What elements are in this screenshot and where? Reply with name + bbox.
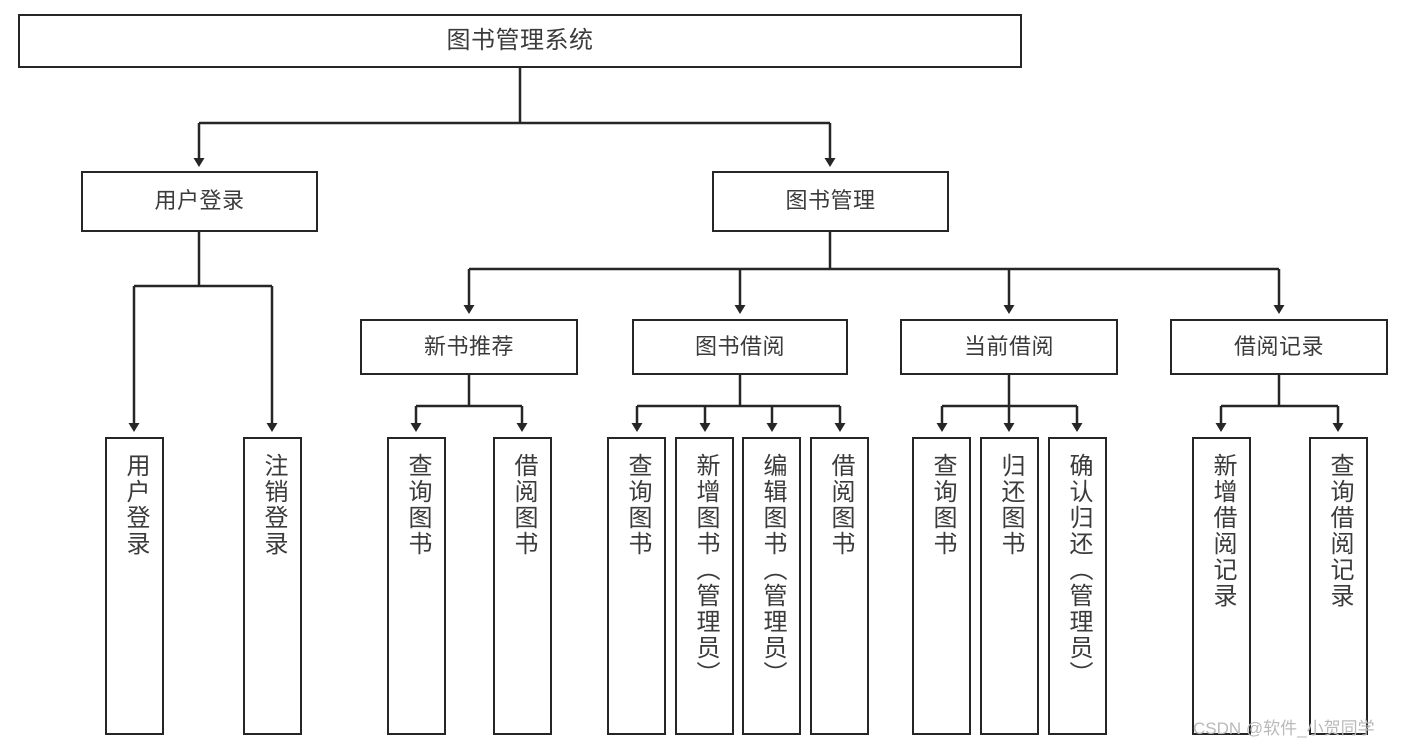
node-leaf-add-record-label: 新增借阅记录: [1208, 453, 1236, 609]
node-current-borrow-label: 当前借阅: [963, 333, 1054, 359]
node-leaf-user-login-label: 用户登录: [121, 453, 149, 557]
node-leaf-borrow-book-2[interactable]: 借阅图书: [810, 437, 869, 735]
node-leaf-query-book-2[interactable]: 查询图书: [607, 437, 666, 735]
node-new-book-recommend-label: 新书推荐: [423, 333, 514, 359]
node-leaf-return-book-label: 归还图书: [996, 453, 1024, 557]
node-leaf-borrow-book-1[interactable]: 借阅图书: [493, 437, 552, 735]
node-leaf-add-record[interactable]: 新增借阅记录: [1192, 437, 1251, 735]
node-leaf-confirm-return[interactable]: 确认归还（管理员）: [1048, 437, 1107, 735]
node-borrow-record-label: 借阅记录: [1233, 333, 1324, 359]
node-new-book-recommend[interactable]: 新书推荐: [360, 319, 578, 375]
node-leaf-return-book[interactable]: 归还图书: [980, 437, 1039, 735]
node-leaf-query-book-1[interactable]: 查询图书: [387, 437, 446, 735]
node-leaf-query-book-2-label: 查询图书: [623, 453, 651, 557]
node-current-borrow[interactable]: 当前借阅: [900, 319, 1118, 375]
csdn-watermark: CSDN @软件_小贺同学: [1193, 719, 1375, 738]
node-leaf-user-login[interactable]: 用户登录: [105, 437, 164, 735]
node-leaf-borrow-book-2-label: 借阅图书: [826, 453, 854, 557]
node-leaf-add-book-label: 新增图书（管理员）: [691, 453, 719, 687]
node-leaf-add-book[interactable]: 新增图书（管理员）: [675, 437, 734, 735]
node-book-borrow[interactable]: 图书借阅: [632, 319, 848, 375]
node-root[interactable]: 图书管理系统: [18, 14, 1022, 68]
node-leaf-confirm-return-label: 确认归还（管理员）: [1064, 453, 1092, 687]
node-leaf-query-book-1-label: 查询图书: [403, 453, 431, 557]
node-leaf-edit-book-label: 编辑图书（管理员）: [758, 453, 786, 687]
node-leaf-query-record[interactable]: 查询借阅记录: [1309, 437, 1368, 735]
node-book-borrow-label: 图书借阅: [694, 333, 785, 359]
node-user-login-label: 用户登录: [154, 188, 245, 214]
node-leaf-query-record-label: 查询借阅记录: [1325, 453, 1353, 609]
node-leaf-edit-book[interactable]: 编辑图书（管理员）: [742, 437, 801, 735]
node-leaf-query-book-3-label: 查询图书: [928, 453, 956, 557]
node-book-management[interactable]: 图书管理: [712, 171, 949, 232]
node-leaf-query-book-3[interactable]: 查询图书: [912, 437, 971, 735]
node-leaf-borrow-book-1-label: 借阅图书: [509, 453, 537, 557]
node-user-login[interactable]: 用户登录: [81, 171, 318, 232]
node-borrow-record[interactable]: 借阅记录: [1170, 319, 1388, 375]
node-leaf-logout[interactable]: 注销登录: [243, 437, 302, 735]
node-root-label: 图书管理系统: [446, 27, 594, 55]
node-book-management-label: 图书管理: [785, 188, 876, 214]
node-leaf-logout-label: 注销登录: [259, 453, 287, 557]
